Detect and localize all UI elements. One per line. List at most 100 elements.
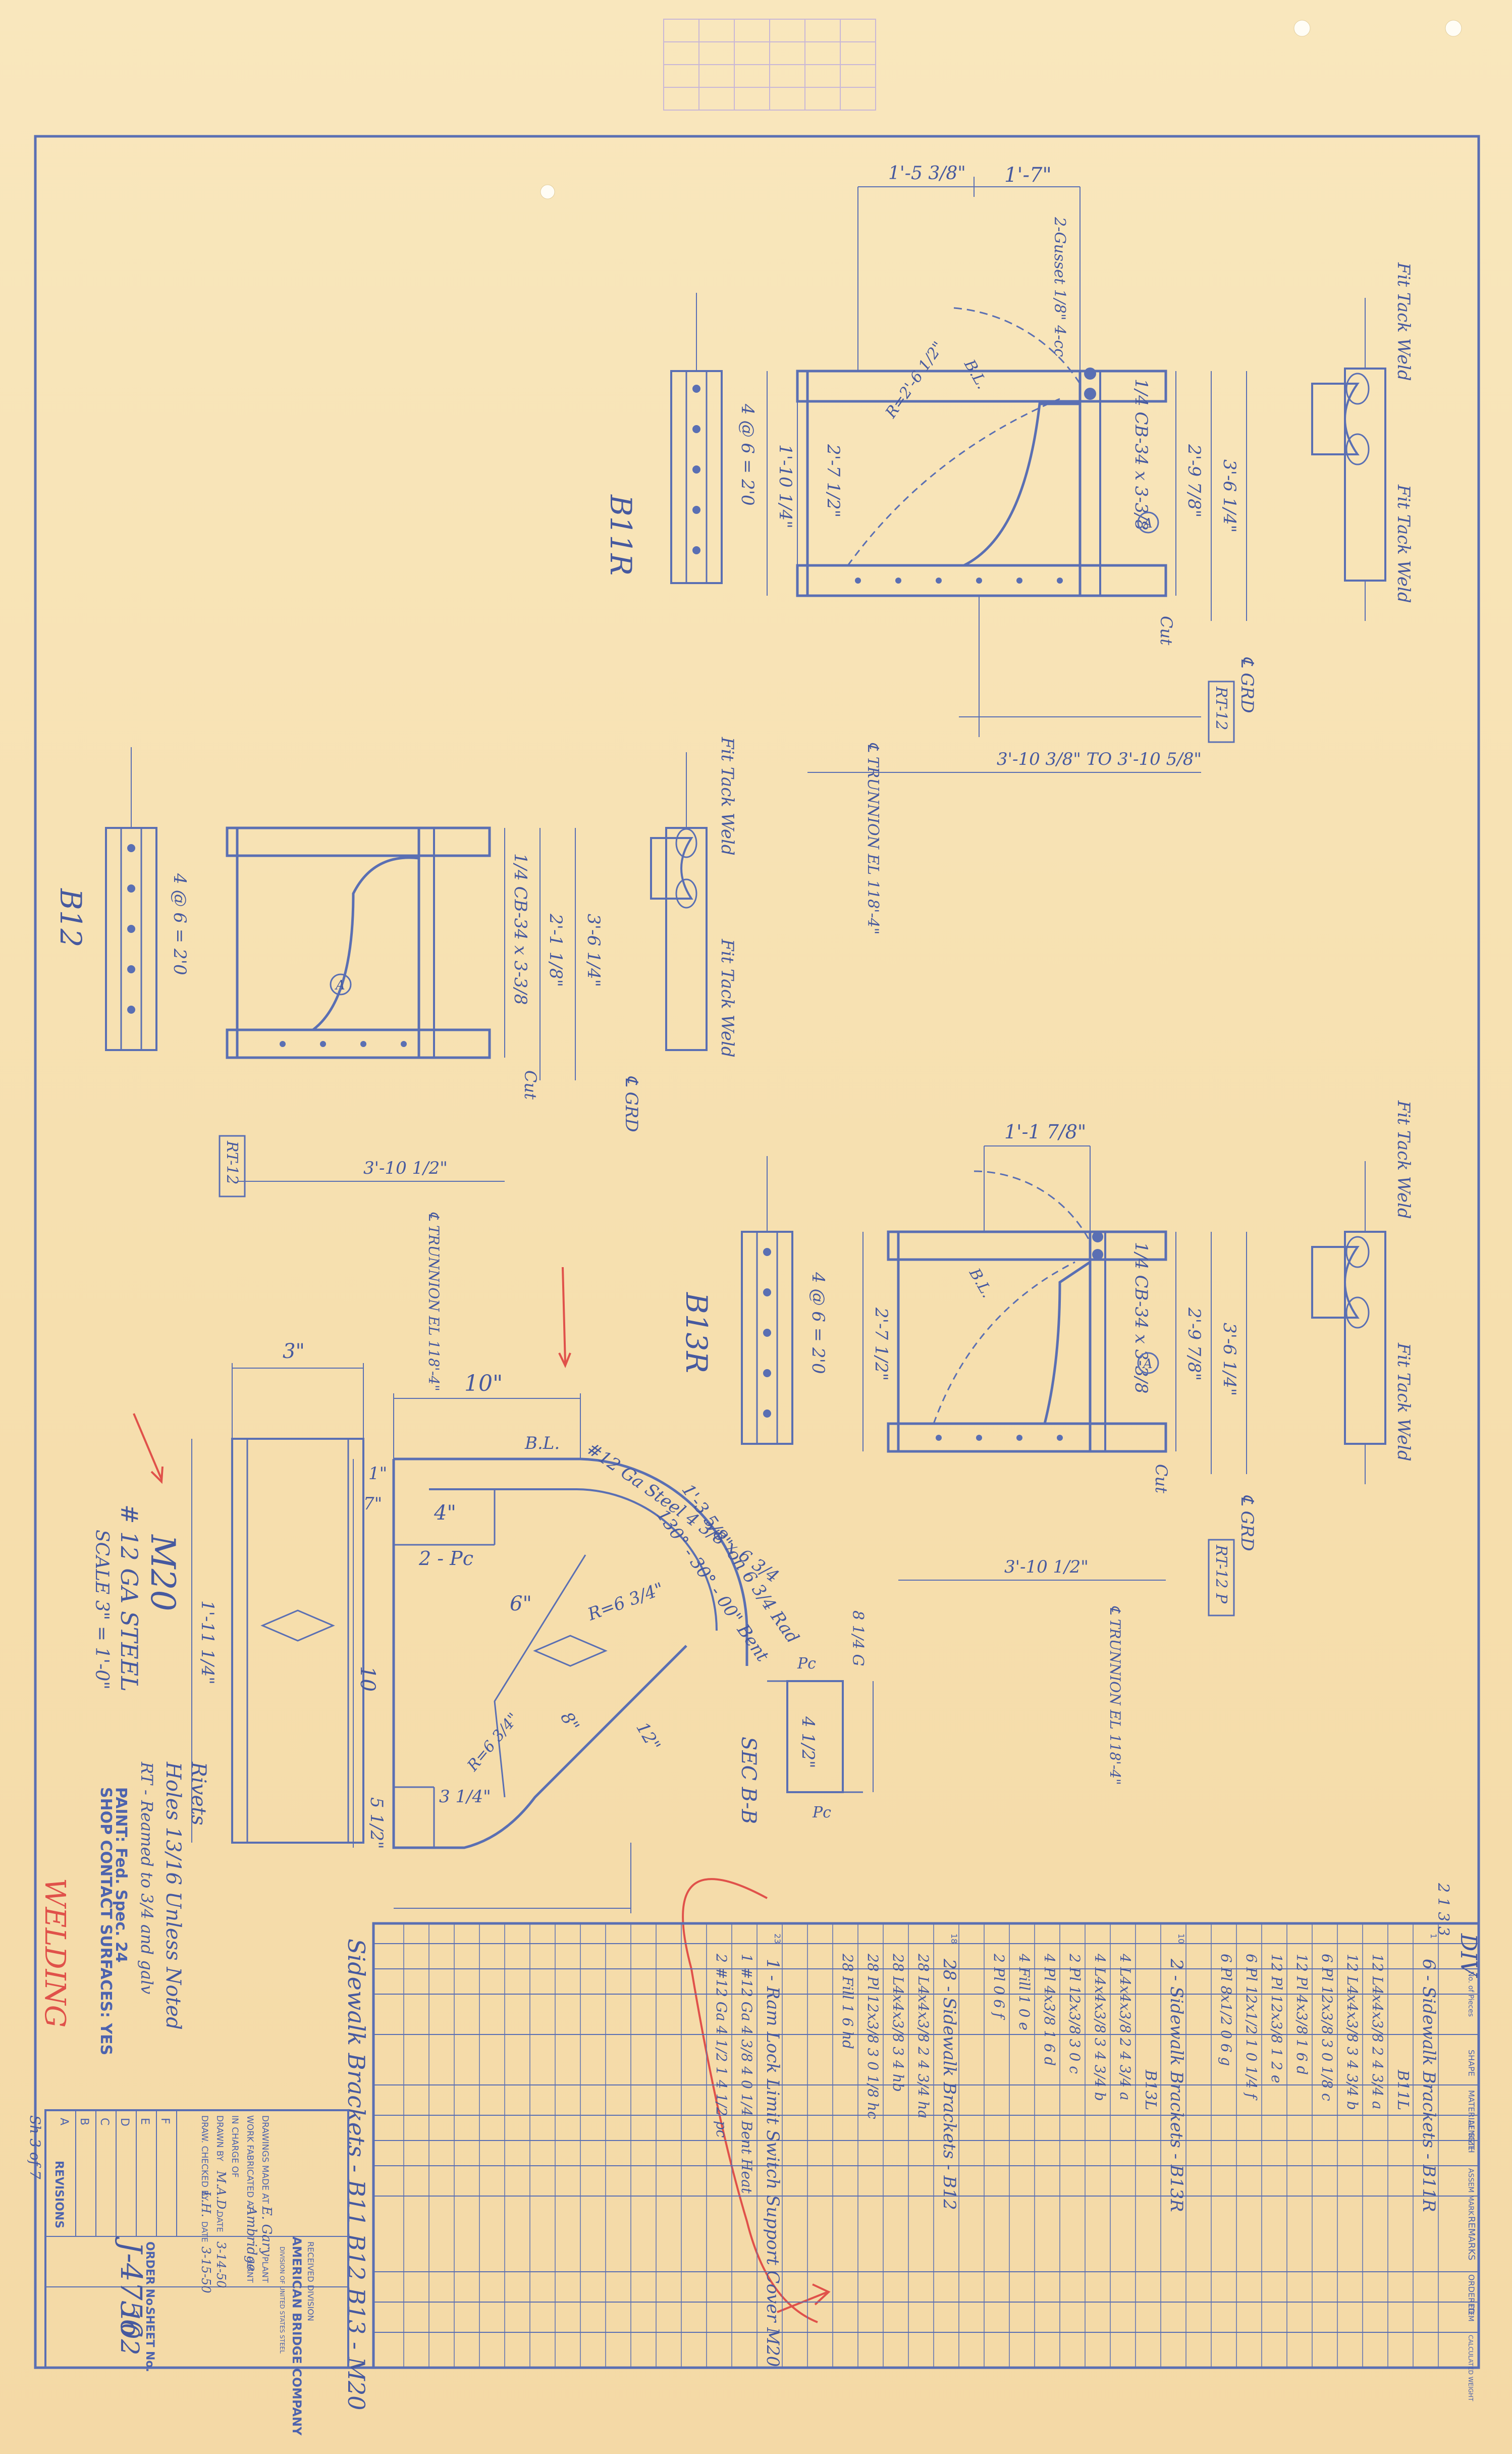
- m20-pc-label: 2 - Pc: [418, 1547, 473, 1570]
- bom-row-5: 6 Pl 12x3/8 3 0 1/8 c: [1319, 1954, 1335, 2101]
- b13-tag-rt: RT-12 P: [1212, 1544, 1230, 1604]
- bom-header-remarks: REMARKS: [1466, 2216, 1477, 2260]
- punch-hole-bottom: [540, 184, 555, 199]
- tracing-grid: [663, 19, 876, 111]
- m20-sec-pc-a: Pc: [797, 1655, 816, 1673]
- date-drawn-label: DATE: [215, 2211, 225, 2232]
- revisions-label: REVISIONS: [52, 2161, 65, 2228]
- sheet-no-label: SHEET No.: [143, 2307, 156, 2372]
- plant-a: PLANT: [260, 2257, 270, 2283]
- m20-section: SEC B-B: [737, 1737, 760, 1824]
- m20-material: # 12 GA STEEL: [116, 1504, 143, 1692]
- b12-dim-bottom: 3'-10 1/2": [363, 1158, 448, 1178]
- b12-grd: ℄ GRD: [621, 1075, 641, 1132]
- b12-dim-vert-a: 2'-1 1/8": [546, 913, 566, 987]
- bom-header-size: MATERIAL SIZE: [1467, 2090, 1476, 2151]
- bom-header-length: LENGTH: [1467, 2120, 1476, 2153]
- note-rt: RT - Reamed to 3/4 and galv: [137, 1761, 156, 1994]
- title-block: F E D C B A REVISIONS Sh 3 of 7 RECEIVED…: [27, 2109, 349, 2436]
- note-paint-b: SHOP CONTACT SURFACES: YES: [97, 1787, 115, 2055]
- b11-dim-vert-b: 1'-10 1/4": [775, 444, 795, 529]
- bom-row-11: B13L: [1142, 2069, 1159, 2110]
- b13-dim-vert-a: 2'-7 1/2": [871, 1307, 891, 1381]
- bom-row-8: 6 Pl 12x1/2 1 0 1/4 f: [1243, 1954, 1260, 2101]
- bom-row-18: 28 - Sidewalk Brackets - B12: [939, 1958, 959, 2210]
- m20-dim-sec: 4 1/2": [798, 1716, 818, 1768]
- m20-bl: B.L.: [524, 1433, 560, 1453]
- date-drawn-value: 3-14-50: [214, 2241, 228, 2288]
- view-m20: 3" 1'-11 1/4" 10" B.L. #12 Ga Steel 4 3/…: [91, 1340, 874, 1913]
- company-small: RECEIVED DIVISION: [306, 2241, 315, 2321]
- note-rivets: Rivets: [187, 1761, 210, 1825]
- b13-mark: B13R: [679, 1292, 714, 1373]
- plant-b: PLANT: [245, 2257, 255, 2283]
- note-holes: Holes 13/16 Unless Noted: [161, 1761, 185, 2030]
- b11-grd: ℄ GRD: [1237, 656, 1257, 713]
- work-fabricated-at-value: Ambridge: [244, 2205, 259, 2272]
- m20-scale: SCALE 3" = 1'-0": [91, 1530, 112, 1690]
- bom-row-no-1: 1: [1429, 1934, 1438, 1939]
- sheet-ref: Sh 3 of 7: [27, 2115, 43, 2179]
- b11-dim-bottom: 3'-10 3/8" TO 3'-10 5/8": [997, 749, 1202, 769]
- b11-angle-note: 1/4 CB-34 x 3-3/8: [1131, 379, 1151, 531]
- bom-row-24: 1 #12 Ga 4 3/8 4 0 1/4 Bent Heat: [738, 1954, 755, 2194]
- checked-by-label: DRAW. CHECKED BY: [199, 2115, 209, 2201]
- m20-mark: M20: [143, 1534, 182, 1611]
- b11-dim-vert-a: 2'-7 1/2": [823, 444, 843, 517]
- m20-radius-a: R=6 3/4": [584, 1579, 666, 1625]
- work-fabricated-at-label: WORK FABRICATED AT: [245, 2115, 255, 2211]
- m20-dim-12: 12": [632, 1719, 664, 1755]
- b11-radius: R=2'-6 1/2": [882, 338, 947, 422]
- b13-cut: Cut: [1152, 1464, 1171, 1493]
- bom-row-20: 28 L4x4x3/8 3 4 hb: [890, 1953, 906, 2092]
- bom-row-1: 6 - Sidewalk Brackets - B11R: [1419, 1959, 1439, 2212]
- b13-dim-bottom: 3'-10 1/2": [1004, 1557, 1089, 1577]
- bom-header-no: No. of Pieces: [1467, 1971, 1475, 2017]
- m20-dim-4: 4": [434, 1501, 456, 1525]
- b12-tag-rt: RT-12: [223, 1140, 241, 1185]
- bom-header-item: ITEM: [1467, 2305, 1475, 2322]
- rev-d: D: [118, 2118, 131, 2126]
- bom-row-12: 4 L4x4x3/8 2 4 3/4 a: [1117, 1953, 1133, 2101]
- punch-hole-middle: [1445, 20, 1462, 37]
- m20-dim-3: 3": [283, 1340, 305, 1363]
- drawing-title-handwritten: Sidewalk Brackets - B11 B12 B13 - M20: [343, 1939, 370, 2411]
- bom-row-16: 4 Fill 1 0 e: [1016, 1953, 1033, 2030]
- b11-dim-top-b: 1'-7": [1004, 164, 1052, 187]
- bom-row-6: 12 Pl 4x3/8 1 6 d: [1293, 1954, 1310, 2075]
- rev-f: F: [158, 2118, 171, 2124]
- rev-c: C: [98, 2118, 111, 2125]
- bom-row-23: 1 - Ram Lock Limit Switch Support Cover …: [763, 1959, 783, 2367]
- b13-dim-top: 1'-1 7/8": [1004, 1121, 1086, 1143]
- bom-div-header: DIV: [1455, 1933, 1481, 1978]
- bom-row-21: 28 Pl 12x3/8 3 0 1/8 hc: [865, 1953, 881, 2119]
- b11-tack-weld-bottom: Fit Tack Weld: [1393, 484, 1414, 603]
- b11-dim-vert-c: 2'-9 7/8": [1184, 444, 1204, 517]
- b11-section-a: A: [1142, 516, 1153, 531]
- m20-dim-34: 3 1/4": [439, 1787, 491, 1807]
- b12-cut: Cut: [521, 1070, 540, 1100]
- in-charge-of-label: IN CHARGE OF: [230, 2115, 240, 2178]
- m20-dim-1114: 1'-11 1/4": [197, 1600, 218, 1685]
- view-b13: B13R 4 @ 6 = 2'0 1'-1 7/8" B.L. 1/4 CB-3…: [679, 1100, 1414, 1785]
- b13-dim-vert-b: 2'-9 7/8": [1184, 1307, 1204, 1381]
- date-checked-value: 3-15-50: [199, 2247, 213, 2293]
- b12-tack-weld-top: Fit Tack Weld: [717, 737, 737, 856]
- bom-row-17: 2 Pl 0 6 f: [991, 1953, 1007, 2020]
- bill-of-material: DIV 2 1 3 3 No. of Pieces SHAPE MATERIAL…: [343, 1883, 1481, 2411]
- m20-dim-55: 5 1/2": [366, 1797, 387, 1849]
- bom-row-3: 12 L4x4x3/8 2 4 3/4 a: [1369, 1954, 1386, 2109]
- b13-tack-weld-top: Fit Tack Weld: [1393, 1100, 1414, 1219]
- order-no: J-4756: [114, 2236, 148, 2337]
- drawings-made-at-value: E. Gary: [259, 2206, 274, 2256]
- bom-row-19: 28 L4x4x3/8 2 4 3/4 ha: [915, 1953, 932, 2118]
- bom-row-numbers: 1 10 18 23: [773, 1934, 1438, 1944]
- m20-dim-7: 7": [363, 1494, 382, 1514]
- bom-row-22: 28 Fill 1 6 hd: [839, 1953, 856, 2049]
- b13-dim-vert-c: 3'-6 1/4": [1219, 1323, 1239, 1396]
- bom-row-no-10: 10: [1176, 1934, 1186, 1944]
- bom-row-25: 2 #12 Ga 4 1/2 1 4 1/2 pc: [713, 1953, 730, 2138]
- bom-row-4: 12 L4x4x3/8 3 4 3/4 b: [1344, 1954, 1361, 2110]
- bom-header-ordered: ORDERED: [1467, 2274, 1476, 2315]
- bom-row-14: 2 Pl 12x3/8 3 0 c: [1066, 1953, 1083, 2074]
